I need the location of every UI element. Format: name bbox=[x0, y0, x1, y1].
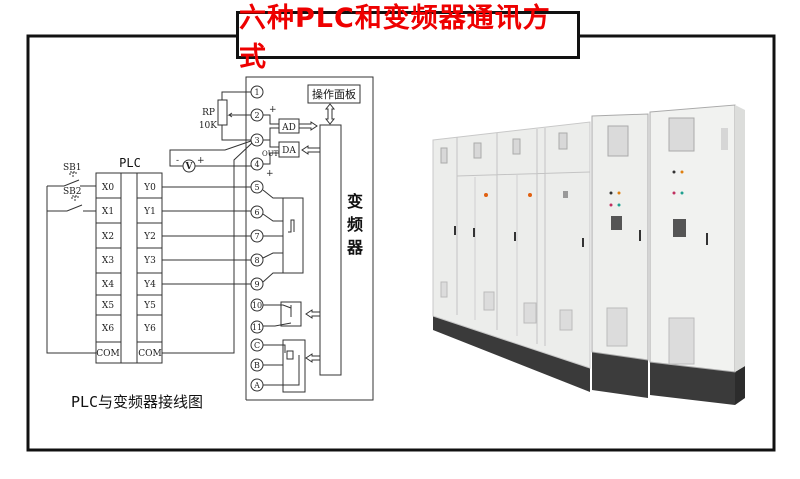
terminal-label: B bbox=[254, 361, 260, 370]
fault-relay-block bbox=[282, 339, 306, 393]
plc-output-label: Y2 bbox=[143, 232, 156, 242]
plc-output-label: Y6 bbox=[143, 324, 156, 334]
resistor bbox=[217, 99, 228, 126]
terminal-4 bbox=[250, 157, 264, 171]
operation-panel-label: 操作面板 bbox=[312, 87, 356, 101]
plc-input-label: X1 bbox=[102, 207, 114, 217]
plc-input-label: X2 bbox=[102, 232, 114, 242]
arrow-left-icon bbox=[301, 145, 321, 155]
diagram-caption: PLC与变频器接线图 bbox=[71, 393, 203, 411]
resistor-label: RP bbox=[202, 108, 215, 118]
terminal-label: 7 bbox=[254, 232, 259, 241]
plus-sign: + bbox=[266, 169, 274, 179]
page-title: 六种PLC和变频器通讯方式 bbox=[236, 3, 580, 73]
resistor-value: 10K bbox=[199, 121, 217, 131]
inverter-label-2: 频 bbox=[347, 215, 363, 234]
double-arrow-icon bbox=[324, 103, 336, 125]
terminal-label: 2 bbox=[254, 111, 259, 120]
plc-output-label: COM bbox=[138, 349, 161, 359]
da-label: DA bbox=[282, 146, 296, 156]
terminal-label: C bbox=[254, 341, 260, 350]
plc-output-label: Y0 bbox=[143, 183, 156, 193]
arrow-left-icon bbox=[305, 309, 321, 319]
plc-input-label: X4 bbox=[102, 280, 114, 290]
terminal-label: 11 bbox=[252, 323, 262, 332]
ad-label: AD bbox=[281, 123, 296, 133]
switch-label-sb1: SB1 bbox=[63, 163, 82, 173]
wiring-diagram: 操作面板 变 频 器 AD DA + OUT + RP 10K V + - bbox=[46, 76, 374, 411]
output-relay-block bbox=[280, 301, 302, 327]
arrow-right-icon bbox=[298, 121, 318, 131]
terminal-label: 10 bbox=[252, 301, 262, 310]
plc-input-label: COM bbox=[96, 349, 119, 359]
terminal-3 bbox=[250, 133, 264, 147]
terminal-label: 8 bbox=[254, 256, 259, 265]
terminal-1 bbox=[250, 85, 264, 99]
plus-sign: + bbox=[197, 156, 205, 166]
plc-input-label: X0 bbox=[102, 183, 114, 193]
input-relay-block bbox=[282, 197, 304, 274]
plc-input-label: X5 bbox=[102, 301, 114, 311]
voltmeter-label: V bbox=[185, 162, 194, 172]
out-label: OUT bbox=[262, 150, 279, 158]
terminal-5 bbox=[250, 180, 264, 194]
plus-sign: + bbox=[269, 105, 277, 115]
terminal-label: 1 bbox=[254, 88, 259, 97]
inverter-bus-bar bbox=[319, 124, 342, 376]
terminal-label: 3 bbox=[254, 136, 259, 145]
plc-output-label: Y1 bbox=[143, 207, 156, 217]
terminal-9 bbox=[250, 277, 264, 291]
terminal-11 bbox=[250, 320, 264, 334]
terminal-label: 4 bbox=[254, 160, 259, 169]
terminal-2 bbox=[250, 108, 264, 122]
da-box bbox=[278, 141, 300, 158]
plc-output-label: Y3 bbox=[143, 256, 156, 266]
terminal-8 bbox=[250, 253, 264, 267]
switch-label-sb2: SB2 bbox=[63, 187, 82, 197]
minus-sign: - bbox=[176, 156, 179, 166]
plc-output-label: Y5 bbox=[143, 301, 156, 311]
plc-output-label: Y4 bbox=[143, 280, 156, 290]
plc-input-label: X6 bbox=[102, 324, 114, 334]
inverter-frame bbox=[245, 76, 374, 401]
inverter-label-1: 变 bbox=[347, 192, 363, 211]
terminal-label: A bbox=[253, 381, 260, 390]
operation-panel-box bbox=[307, 84, 361, 104]
inverter-label-3: 器 bbox=[346, 238, 364, 257]
terminal-label: 9 bbox=[254, 280, 259, 289]
plc-label: PLC bbox=[119, 156, 141, 170]
plc-input-label: X3 bbox=[102, 256, 114, 266]
plc-block bbox=[95, 172, 163, 364]
control-cabinets-image bbox=[432, 104, 745, 405]
terminal-label: 5 bbox=[254, 183, 259, 192]
terminal-6 bbox=[250, 205, 264, 219]
terminal-label: 6 bbox=[254, 208, 259, 217]
arrow-left-icon bbox=[305, 353, 321, 363]
